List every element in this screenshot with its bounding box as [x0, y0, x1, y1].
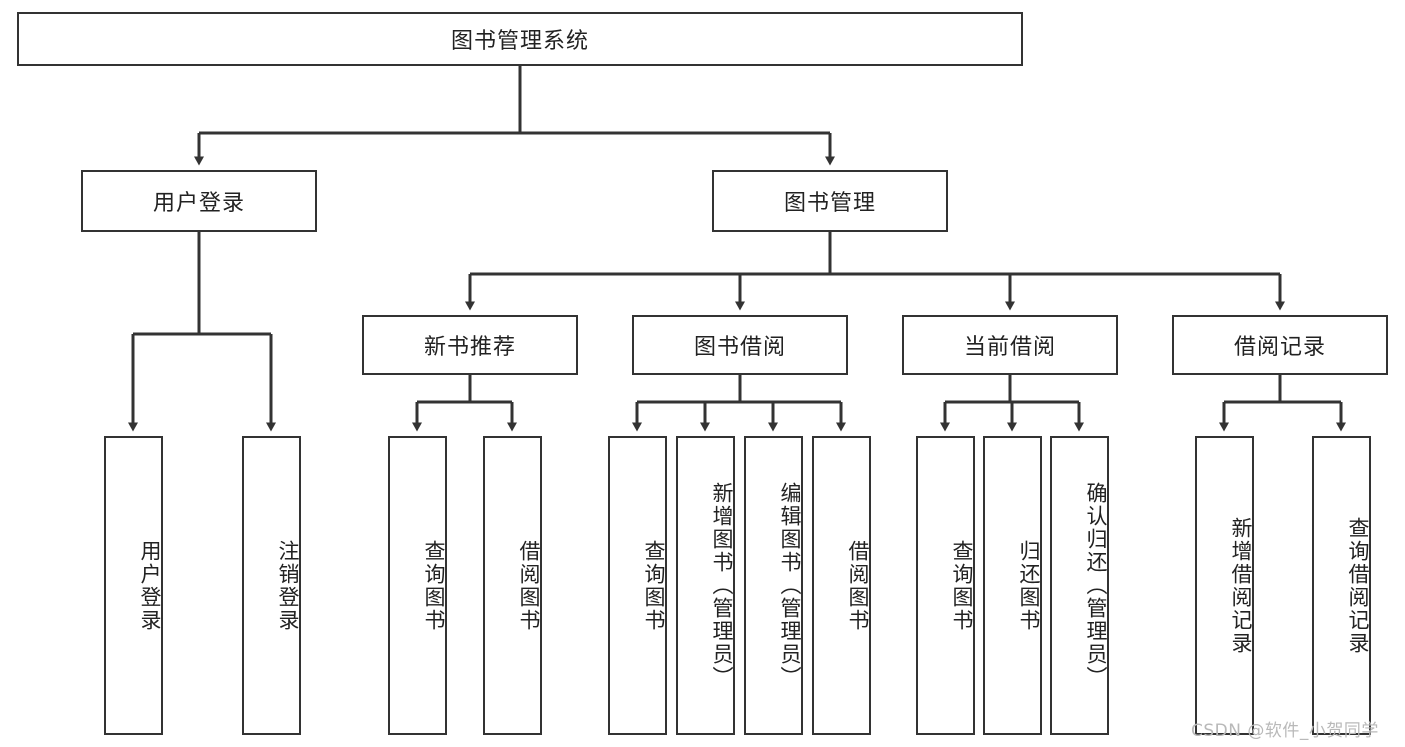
node-label: 图书管理 — [783, 191, 876, 216]
node-label: 用户登录 — [152, 191, 245, 216]
node-label: 图书借阅 — [693, 335, 786, 360]
leaf-logout-login[interactable]: 注销登录 — [242, 436, 301, 735]
node-label: 归还图书 — [1017, 539, 1041, 632]
node-book-borrow[interactable]: 图书借阅 — [632, 315, 848, 375]
node-current-borrow[interactable]: 当前借阅 — [902, 315, 1118, 375]
node-label: 当前借阅 — [963, 335, 1056, 360]
leaf-query-book-1[interactable]: 查询图书 — [388, 436, 447, 735]
node-label: 编辑图书（管理员） — [778, 482, 802, 689]
node-label: 新增借阅记录 — [1229, 516, 1253, 655]
leaf-confirm-return[interactable]: 确认归还（管理员） — [1050, 436, 1109, 735]
leaf-query-record[interactable]: 查询借阅记录 — [1312, 436, 1371, 735]
node-label: 新增图书（管理员） — [710, 482, 734, 689]
node-book-manage[interactable]: 图书管理 — [712, 170, 948, 232]
leaf-query-book-2[interactable]: 查询图书 — [608, 436, 667, 735]
node-root-book-management-system[interactable]: 图书管理系统 — [17, 12, 1023, 66]
node-label: 借阅记录 — [1233, 335, 1326, 360]
node-label: 借阅图书 — [846, 539, 870, 632]
leaf-edit-book[interactable]: 编辑图书（管理员） — [744, 436, 803, 735]
leaf-borrow-book-1[interactable]: 借阅图书 — [483, 436, 542, 735]
node-label: 借阅图书 — [517, 539, 541, 632]
node-label: 新书推荐 — [423, 335, 516, 360]
leaf-return-book[interactable]: 归还图书 — [983, 436, 1042, 735]
leaf-user-login[interactable]: 用户登录 — [104, 436, 163, 735]
node-user-login[interactable]: 用户登录 — [81, 170, 317, 232]
node-label: 查询图书 — [642, 539, 666, 632]
leaf-query-book-3[interactable]: 查询图书 — [916, 436, 975, 735]
node-label: 注销登录 — [276, 539, 300, 632]
leaf-borrow-book-2[interactable]: 借阅图书 — [812, 436, 871, 735]
node-label: 确认归还（管理员） — [1084, 482, 1108, 689]
node-label: 查询图书 — [950, 539, 974, 632]
node-label: 用户登录 — [138, 539, 162, 632]
node-new-book-recommend[interactable]: 新书推荐 — [362, 315, 578, 375]
leaf-add-book[interactable]: 新增图书（管理员） — [676, 436, 735, 735]
node-label: 查询借阅记录 — [1346, 516, 1370, 655]
node-borrow-record[interactable]: 借阅记录 — [1172, 315, 1388, 375]
leaf-add-record[interactable]: 新增借阅记录 — [1195, 436, 1254, 735]
node-label: 图书管理系统 — [450, 29, 589, 54]
node-label: 查询图书 — [422, 539, 446, 632]
